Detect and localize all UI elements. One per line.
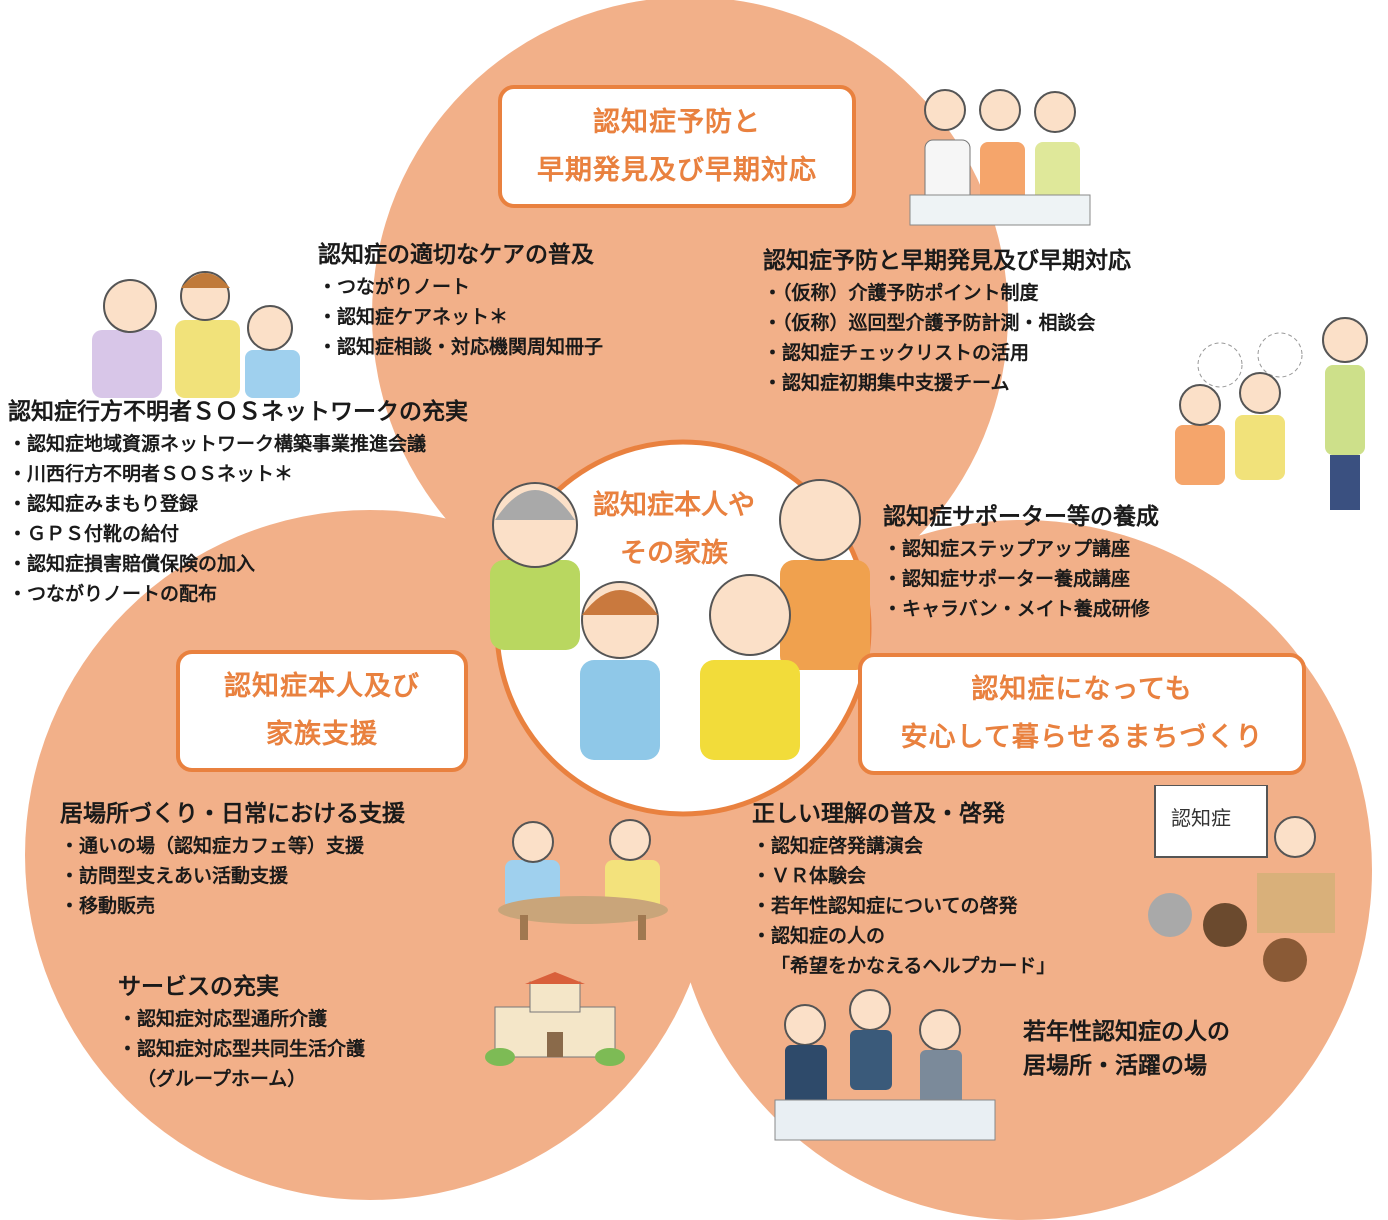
section-ibasho-heading: 居場所づくり・日常における支援 (60, 801, 405, 827)
meeting-illustration (774, 989, 996, 1141)
section-sos: 認知症行方不明者ＳＯＳネットワークの充実 認知症地域資源ネットワーク構築事業推進… (8, 395, 468, 609)
list-item: 認知症初期集中支援チーム (763, 368, 1131, 398)
list-item: つながりノート (318, 272, 603, 302)
list-item: 通いの場（認知症カフェ等）支援 (60, 831, 405, 861)
list-item: 認知症対応型共同生活介護 (118, 1034, 365, 1064)
list-item: 認知症地域資源ネットワーク構築事業推進会議 (8, 429, 468, 459)
list-item: キャラバン・メイト養成研修 (883, 594, 1159, 624)
list-item: （仮称）巡回型介護予防計測・相談会 (763, 308, 1131, 338)
family-center-illustration (490, 479, 870, 760)
list-item: 認知症対応型通所介護 (118, 1004, 365, 1034)
list-item: つながりノートの配布 (8, 579, 468, 609)
section-awareness-heading: 正しい理解の普及・啓発 (752, 801, 1005, 827)
section-young-line2: 居場所・活躍の場 (1023, 1053, 1207, 1079)
list-item: （グループホーム） (137, 1068, 307, 1090)
box-prevention: 認知症予防と 早期発見及び早期対応 (498, 85, 856, 208)
exercise-illustration (1175, 317, 1368, 510)
section-care-heading: 認知症の適切なケアの普及 (318, 242, 594, 268)
list-item: ＶＲ体験会 (752, 861, 1055, 891)
center-title: 認知症本人や その家族 (572, 482, 776, 578)
list-item: 認知症みまもり登録 (8, 489, 468, 519)
list-item: 訪問型支えあい活動支援 (60, 861, 405, 891)
family-waving-illustration (92, 271, 300, 398)
list-item: 認知症損害賠償保険の加入 (8, 549, 468, 579)
list-item: （仮称）介護予防ポイント制度 (763, 278, 1131, 308)
list-item: 認知症サポーター養成講座 (883, 564, 1159, 594)
list-item: 「希望をかなえるヘルプカード」 (771, 955, 1056, 977)
list-item: 川西行方不明者ＳＯＳネット＊ (8, 459, 468, 489)
list-item: 認知症ケアネット＊ (318, 302, 603, 332)
box-prevention-line1: 認知症予防と (593, 106, 761, 138)
lecture-illustration: 認知症 (1148, 785, 1335, 982)
box-prevention-line2: 早期発見及び早期対応 (537, 154, 817, 186)
list-item: 認知症啓発講演会 (752, 831, 1055, 861)
list-item: ＧＰＳ付靴の給付 (8, 519, 468, 549)
box-town-line1: 認知症になっても (971, 674, 1193, 705)
section-young-line1: 若年性認知症の人の (1023, 1019, 1230, 1045)
list-item: 若年性認知症についての啓発 (752, 891, 1055, 921)
section-supporter-heading: 認知症サポーター等の養成 (883, 504, 1159, 530)
cafe-illustration (498, 819, 668, 940)
box-support: 認知症本人及び 家族支援 (176, 650, 468, 772)
section-service-heading: サービスの充実 (118, 974, 279, 1000)
section-care: 認知症の適切なケアの普及 つながりノート 認知症ケアネット＊ 認知症相談・対応機… (318, 238, 603, 362)
building-illustration (485, 972, 625, 1066)
consultation-illustration (909, 89, 1091, 226)
center-title-line1: 認知症本人や (593, 490, 755, 521)
section-awareness: 正しい理解の普及・啓発 認知症啓発講演会 ＶＲ体験会 若年性認知症についての啓発… (752, 797, 1055, 981)
box-town: 認知症になっても 安心して暮らせるまちづくり (858, 653, 1306, 775)
section-ibasho: 居場所づくり・日常における支援 通いの場（認知症カフェ等）支援 訪問型支えあい活… (60, 797, 405, 921)
list-item: 認知症相談・対応機関周知冊子 (318, 332, 603, 362)
whiteboard-text: 認知症 (1171, 806, 1231, 830)
box-town-line2: 安心して暮らせるまちづくり (900, 722, 1264, 753)
list-item: 認知症の人の (752, 921, 1055, 951)
section-young: 若年性認知症の人の 居場所・活躍の場 (1023, 1015, 1230, 1083)
section-service: サービスの充実 認知症対応型通所介護 認知症対応型共同生活介護 （グループホーム… (118, 970, 365, 1094)
section-early: 認知症予防と早期発見及び早期対応 （仮称）介護予防ポイント制度 （仮称）巡回型介… (763, 244, 1131, 398)
section-early-heading: 認知症予防と早期発見及び早期対応 (763, 248, 1131, 274)
section-supporter: 認知症サポーター等の養成 認知症ステップアップ講座 認知症サポーター養成講座 キ… (883, 500, 1159, 624)
box-support-line1: 認知症本人及び (224, 671, 420, 702)
list-item: 認知症チェックリストの活用 (763, 338, 1131, 368)
list-item: 認知症ステップアップ講座 (883, 534, 1159, 564)
list-item: 移動販売 (60, 891, 405, 921)
center-title-line2: その家族 (620, 538, 728, 569)
section-sos-heading: 認知症行方不明者ＳＯＳネットワークの充実 (8, 399, 468, 425)
box-support-line2: 家族支援 (266, 719, 378, 750)
